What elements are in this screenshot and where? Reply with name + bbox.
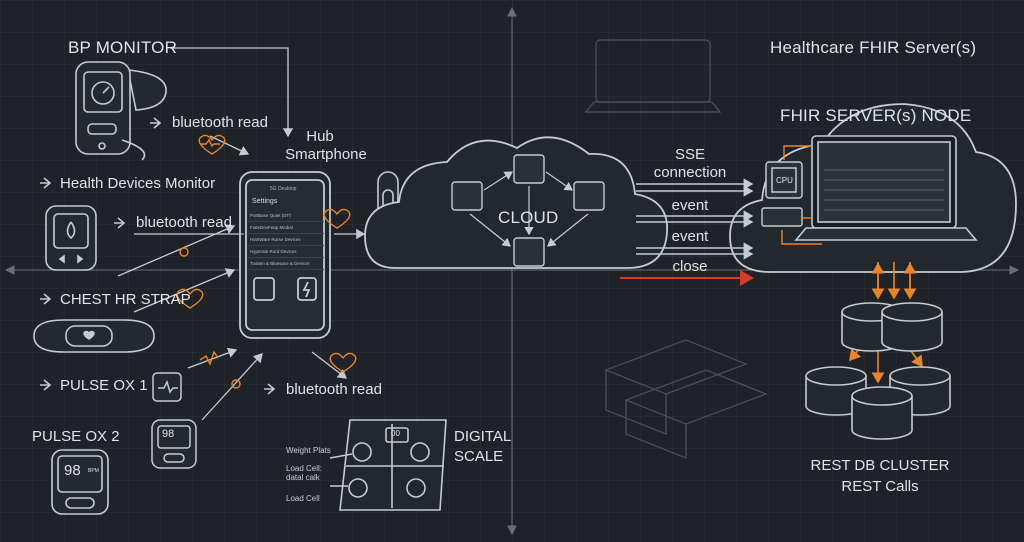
phone-row-1[interactable]: PortBase Quiet (DT)	[248, 210, 324, 222]
smartphone-label: Smartphone	[285, 146, 367, 163]
cpu-label: CPU	[776, 176, 793, 185]
weight-plats-label: Weight Plats	[286, 446, 331, 455]
cpu-chip	[765, 161, 803, 199]
laptop-sketch	[584, 39, 722, 113]
phone-row-4[interactable]: Hyperate Rurd Devices	[248, 246, 324, 258]
scale-label: SCALE	[454, 448, 504, 465]
phone-row-3[interactable]: HiartWare Rurse Devices	[248, 234, 324, 246]
pulse-ox-2-reading: 98	[64, 462, 81, 479]
chest-strap-device	[33, 319, 155, 353]
server-racks-sketch	[604, 339, 768, 459]
cloud-links	[469, 171, 589, 247]
load-cell-label-1: Load Cell:	[286, 464, 323, 473]
ram-module	[761, 207, 803, 227]
cloud-label: CLOUD	[498, 208, 559, 227]
pulse-ox-1-label: PULSE OX 1	[60, 377, 148, 394]
pulse-ox-1-device	[152, 372, 182, 402]
bt-read-label-3: bluetooth read	[286, 381, 382, 398]
db-cluster	[805, 302, 951, 440]
fhir-orange-lines	[781, 145, 822, 245]
cloud-shape	[364, 136, 668, 269]
sse-arrows	[636, 178, 754, 260]
fhir-laptop	[794, 135, 978, 241]
hub-label: Hub	[306, 128, 334, 145]
phone-settings-title: Settings	[252, 198, 278, 205]
pulse-ox-1-reading: 98	[162, 428, 175, 440]
chest-hr-strap-label: CHEST HR STRAP	[60, 291, 191, 308]
scale-display: 00	[391, 429, 400, 438]
digital-scale-device	[329, 419, 447, 511]
healthcare-fhir-label: Healthcare FHIR Server(s)	[770, 38, 977, 57]
cloud-nodes	[451, 154, 605, 267]
event-label-2: event	[671, 228, 709, 245]
phone-row-5[interactable]: Tustein & Bluesace & Devicer	[248, 258, 324, 270]
chevron-icons	[40, 117, 276, 395]
sse-connection-label: connection	[653, 164, 727, 181]
pulse-ox-2-device	[51, 449, 109, 515]
digital-label: DIGITAL	[454, 428, 512, 445]
fhir-node-label: FHIR SERVER(s) NODE	[780, 106, 972, 125]
hub-smartphone-device	[239, 171, 331, 339]
pulse-ox-2-unit: BPM	[88, 468, 99, 474]
sse-label: SSE	[674, 146, 705, 163]
load-cell-sub-label: datal calk	[286, 473, 320, 482]
bp-monitor-device	[75, 61, 167, 161]
health-monitor-device	[45, 205, 97, 271]
pulse-ox-handheld-device	[151, 419, 197, 469]
rest-db-cluster-label: REST DB CLUSTER	[810, 457, 950, 474]
pulse-ox-2-label: PULSE OX 2	[32, 428, 120, 445]
health-devices-monitor-label: Health Devices Monitor	[60, 175, 216, 192]
phone-row-2[interactable]: FiateDevFeap Medial	[248, 222, 324, 234]
load-cell-label-2: Load Cell	[286, 494, 320, 503]
phone-status: 5G Desktop	[270, 186, 297, 192]
bt-read-label-1: bluetooth read	[172, 114, 268, 131]
bp-monitor-label: BP MONITOR	[68, 38, 178, 57]
rest-calls-label: REST Calls	[841, 478, 919, 495]
event-label-1: event	[671, 197, 709, 214]
heart-pulse-icons	[176, 134, 357, 389]
close-label: close	[672, 258, 708, 275]
bt-read-label-2: bluetooth read	[136, 214, 232, 231]
